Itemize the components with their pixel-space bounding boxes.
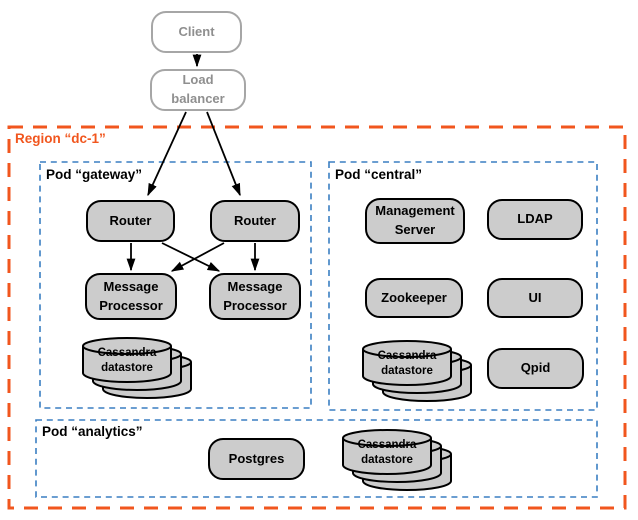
pod-analytics-boundary xyxy=(35,419,598,498)
central-cassandra-datastore: Cassandra datastore xyxy=(362,339,472,403)
database-cylinder-stack-icon xyxy=(82,337,192,400)
load-balancer-node: Load balancer xyxy=(150,69,246,111)
central-cassandra-label: Cassandra datastore xyxy=(377,349,437,377)
zookeeper-label: Zookeeper xyxy=(381,289,447,305)
qpid-label: Qpid xyxy=(520,360,551,376)
management-server-node: Management Server xyxy=(365,198,465,244)
ldap-node: LDAP xyxy=(487,199,583,240)
ldap-label: LDAP xyxy=(517,211,553,227)
database-cylinder-stack-icon xyxy=(342,429,452,492)
arrow-router2-to-mp1 xyxy=(170,242,225,272)
database-cylinder-stack-icon xyxy=(362,340,472,403)
management-server-label: Management Server xyxy=(375,203,455,237)
pod-gateway-boundary xyxy=(39,161,312,409)
pod-analytics-label: Pod “analytics” xyxy=(42,424,143,439)
analytics-cassandra-label: Cassandra datastore xyxy=(357,438,417,466)
message-processor1-node: Message Processor xyxy=(85,273,177,320)
postgres-label: Postgres xyxy=(228,450,285,466)
router2-label: Router xyxy=(234,212,276,228)
message-processor1-label: Message Processor xyxy=(99,278,163,313)
qpid-node: Qpid xyxy=(487,348,584,389)
zookeeper-node: Zookeeper xyxy=(365,278,463,318)
region-dc1-label: Region “dc-1” xyxy=(15,131,106,146)
region-dc1-boundary xyxy=(7,125,627,510)
gateway-cassandra-datastore: Cassandra datastore xyxy=(82,336,192,400)
message-processor2-label: Message Processor xyxy=(223,278,287,313)
arrow-router1-to-mp2 xyxy=(161,242,221,272)
client-label: Client xyxy=(178,23,215,39)
pod-central-boundary xyxy=(328,161,598,411)
postgres-node: Postgres xyxy=(208,438,305,480)
analytics-cassandra-datastore: Cassandra datastore xyxy=(342,428,452,492)
gateway-cassandra-label: Cassandra datastore xyxy=(97,346,157,374)
ui-node: UI xyxy=(487,278,583,318)
client-node: Client xyxy=(151,11,242,53)
arrow-loadbalancer-to-router1 xyxy=(147,111,187,197)
router1-label: Router xyxy=(109,212,152,228)
arrow-loadbalancer-to-router2 xyxy=(206,111,241,197)
message-processor2-node: Message Processor xyxy=(209,273,301,320)
router2-node: Router xyxy=(210,200,300,242)
ui-label: UI xyxy=(528,289,542,305)
load-balancer-label: Load balancer xyxy=(171,72,225,106)
pod-gateway-label: Pod “gateway” xyxy=(46,167,143,182)
router1-node: Router xyxy=(86,200,175,242)
pod-central-label: Pod “central” xyxy=(335,167,423,182)
